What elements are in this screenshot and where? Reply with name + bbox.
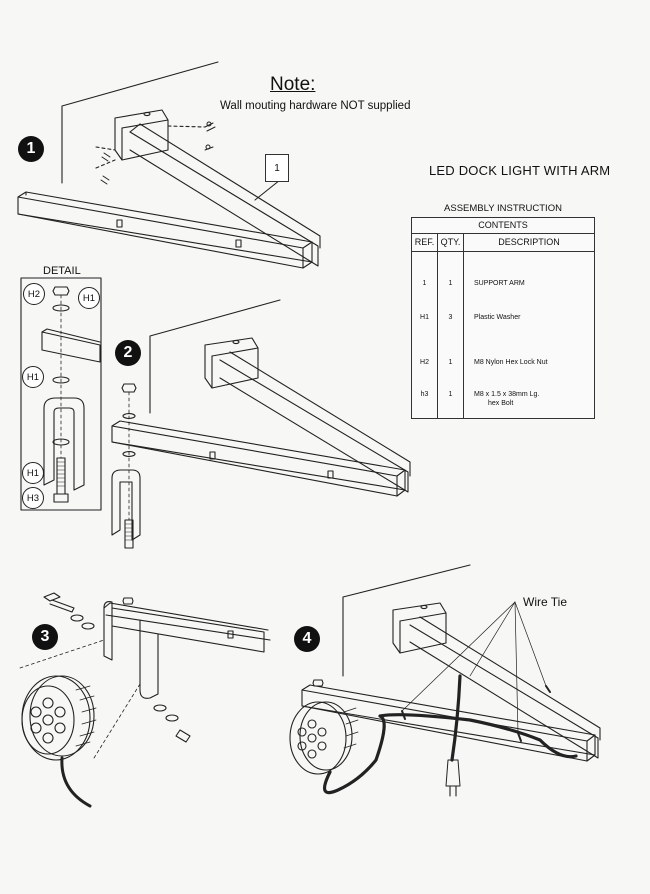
note-text: Wall mouting hardware NOT supplied	[220, 100, 411, 112]
detail-title: DETAIL	[43, 265, 81, 277]
row-ref: h3	[420, 391, 429, 398]
contents-box: CONTENTS REF. QTY. DESCRIPTION 1 1 SUPPO…	[411, 217, 595, 419]
row-description: M8 Nylon Hex Lock Nut	[474, 359, 548, 366]
detail-label-h3: H3	[22, 487, 44, 509]
step4-illustration	[289, 564, 601, 797]
detail-label-h1-top: H1	[78, 287, 100, 309]
table-row: H1 3 Plastic Washer	[412, 305, 594, 333]
table-rows: 1 1 SUPPORT ARM H1 3 Plastic Washer H2 1…	[412, 251, 594, 418]
detail-label-h1-low: H1	[22, 462, 44, 484]
step-2-badge: 2	[115, 340, 141, 366]
row-description: SUPPORT ARM	[474, 280, 525, 287]
row-qty: 1	[448, 359, 453, 366]
wire-tie-label: Wire Tie	[523, 595, 568, 609]
part-callout: 1	[265, 154, 289, 182]
assembly-heading: ASSEMBLY INSTRUCTION	[444, 203, 562, 214]
step2-illustration	[111, 299, 411, 549]
row-ref: 1	[422, 280, 427, 287]
table-row: H2 1 M8 Nylon Hex Lock Nut	[412, 350, 594, 378]
table-row: h3 1 M8 x 1.5 x 38mm Lg. hex Bolt	[412, 382, 594, 410]
row-qty: 3	[448, 314, 453, 321]
row-description-line2: hex Bolt	[488, 400, 514, 407]
detail-label-h1-mid: H1	[22, 366, 44, 388]
row-qty: 1	[448, 280, 453, 287]
detail-label-h2: H2	[23, 283, 45, 305]
row-description: Plastic Washer	[474, 314, 521, 321]
assembly-instruction-table: ASSEMBLY INSTRUCTION CONTENTS REF. QTY. …	[411, 203, 595, 419]
step-3-badge: 3	[32, 624, 58, 650]
product-title: LED DOCK LIGHT WITH ARM	[429, 163, 611, 178]
note-title: Note:	[270, 74, 316, 95]
row-description: M8 x 1.5 x 38mm Lg.	[474, 391, 540, 398]
row-ref: H1	[420, 314, 429, 321]
detail-box	[20, 277, 102, 511]
step3-illustration	[19, 592, 271, 808]
contents-label: CONTENTS	[412, 218, 594, 234]
column-qty: QTY.	[438, 234, 464, 251]
table-row: 1 1 SUPPORT ARM	[412, 271, 594, 299]
column-ref: REF.	[412, 234, 438, 251]
row-qty: 1	[448, 391, 453, 398]
step-1-badge: 1	[18, 136, 44, 162]
step-4-badge: 4	[294, 626, 320, 652]
table-header: REF. QTY. DESCRIPTION	[412, 234, 594, 252]
column-description: DESCRIPTION	[498, 237, 560, 247]
step1-illustration	[17, 61, 321, 269]
row-ref: H2	[420, 359, 429, 366]
